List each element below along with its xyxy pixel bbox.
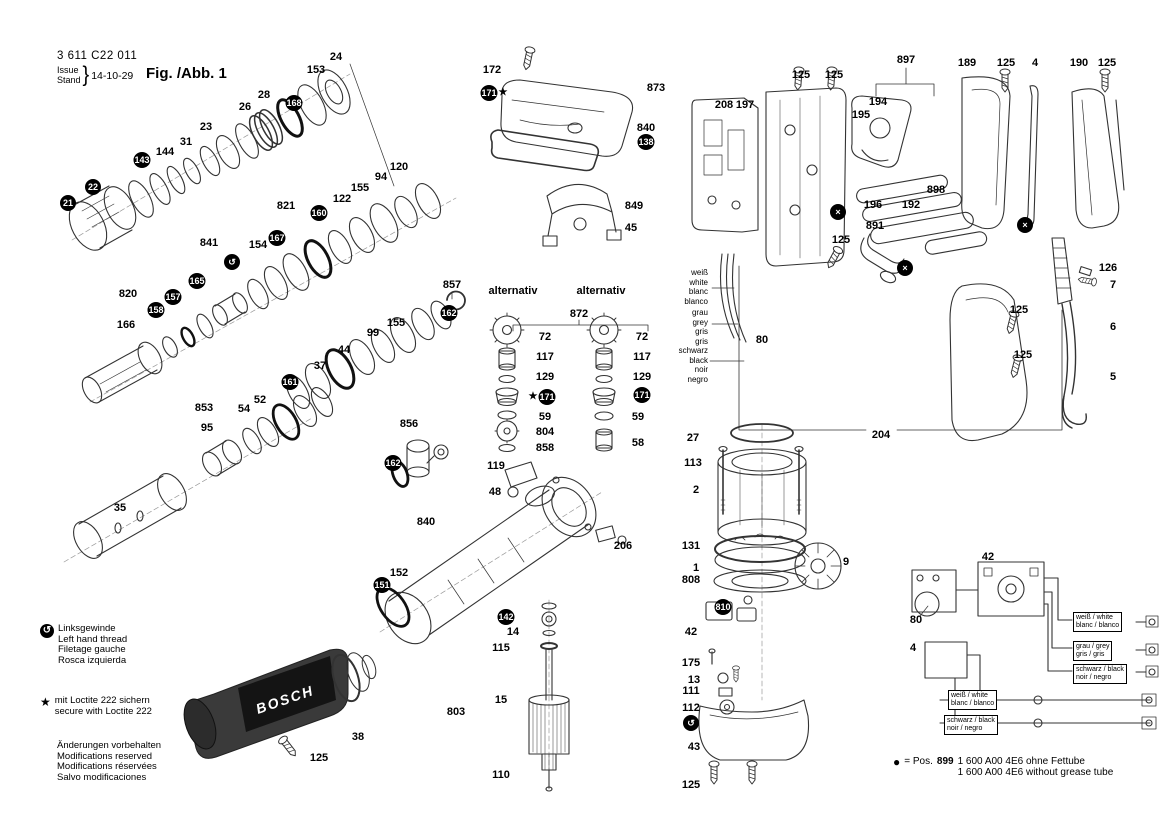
note-line: mit Loctite 222 sichern [54, 695, 150, 706]
note-line: Modifications reserved [57, 750, 153, 762]
side-handle-drawing: BOSCH [183, 648, 377, 759]
star-icon: ★ [40, 695, 51, 709]
loctite-note: ★ mit Loctite 222 sichern secure with Lo… [40, 695, 152, 717]
variant-line: 1 600 A00 4E6 ohne Fettube [957, 756, 1085, 767]
legend-line: grey [692, 317, 708, 327]
note-line: Linksgewinde [58, 623, 116, 634]
note-line: Filetage gauche [58, 644, 126, 655]
left-hand-thread-note: ↺ Linksgewinde Left hand thread Filetage… [40, 623, 128, 666]
legend-line: noir [694, 365, 708, 374]
legend-line: white [689, 277, 708, 287]
color-legend-black: schwarz black noir negro [652, 346, 708, 384]
legend-line: grau [691, 308, 708, 317]
figure-title: Fig. /Abb. 1 [146, 65, 227, 82]
document-number: 3 611 C22 011 [57, 50, 138, 62]
issue-date: 14-10-29 [91, 69, 134, 82]
note-line: Left hand thread [58, 633, 128, 645]
legend-line: weiß [691, 268, 708, 277]
legend-line: schwarz [678, 346, 708, 355]
note-line: secure with Loctite 222 [54, 705, 152, 717]
black-dot-icon: ● [893, 755, 901, 769]
color-legend-grey: grau grey gris gris [656, 308, 708, 346]
pos899-note: ● = Pos. 899 1 600 A00 4E6 ohne Fettube … [893, 756, 1113, 778]
modifications-note: Änderungen vorbehalten Modifications res… [57, 740, 162, 783]
note-line: Rosca izquierda [58, 654, 127, 666]
legend-line: gris [695, 336, 708, 346]
legend-line: black [689, 355, 708, 365]
legend-line: gris [695, 327, 708, 336]
color-legend-white: weiß white blanc blanco [656, 268, 708, 306]
pos-number: 899 [936, 756, 954, 767]
left-hand-thread-icon: ↺ [40, 624, 54, 638]
variant-line: 1 600 A00 4E6 without grease tube [957, 767, 1114, 778]
note-line: Modifications réservées [57, 761, 157, 772]
pos-prefix: = Pos. [904, 756, 933, 767]
note-line: Änderungen vorbehalten [57, 740, 162, 751]
legend-line: negro [687, 374, 708, 384]
issue-label: Issue [57, 65, 79, 75]
note-line: Salvo modificaciones [57, 771, 147, 783]
stand-label: Stand [57, 74, 81, 85]
legend-line: blanco [684, 296, 708, 306]
brace-glyph: } [82, 62, 90, 88]
legend-line: blanc [688, 287, 708, 296]
